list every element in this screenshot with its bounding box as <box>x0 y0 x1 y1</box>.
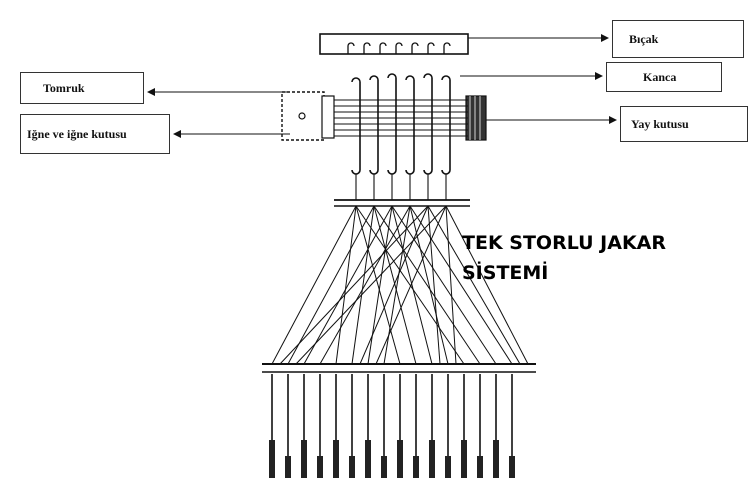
lingoes <box>271 374 513 476</box>
upper-cords <box>355 174 447 200</box>
needle-box <box>281 91 325 141</box>
needle-box-inner <box>321 95 335 139</box>
lingo-weights <box>269 440 515 478</box>
label-igne-kutusu: Iğne ve iğne kutusu <box>20 114 170 154</box>
label-kanca: Kanca <box>606 62 722 92</box>
diagram-title: TEK STORLU JAKAR SİSTEMİ <box>462 228 702 288</box>
hooks <box>351 73 451 175</box>
knife-bar <box>319 33 469 55</box>
horizontal-needles <box>334 99 468 137</box>
knife-hooks <box>347 42 451 54</box>
title-line-1: TEK STORLU JAKAR <box>462 232 667 254</box>
harness-cords <box>271 205 529 365</box>
needle-box-hole <box>298 112 306 120</box>
label-yay-kutusu: Yay kutusu <box>620 106 748 142</box>
label-bicak: Bıçak <box>612 20 744 58</box>
label-tomruk: Tomruk <box>20 72 144 104</box>
title-line-2: SİSTEMİ <box>462 262 549 284</box>
spring-box <box>465 95 487 141</box>
